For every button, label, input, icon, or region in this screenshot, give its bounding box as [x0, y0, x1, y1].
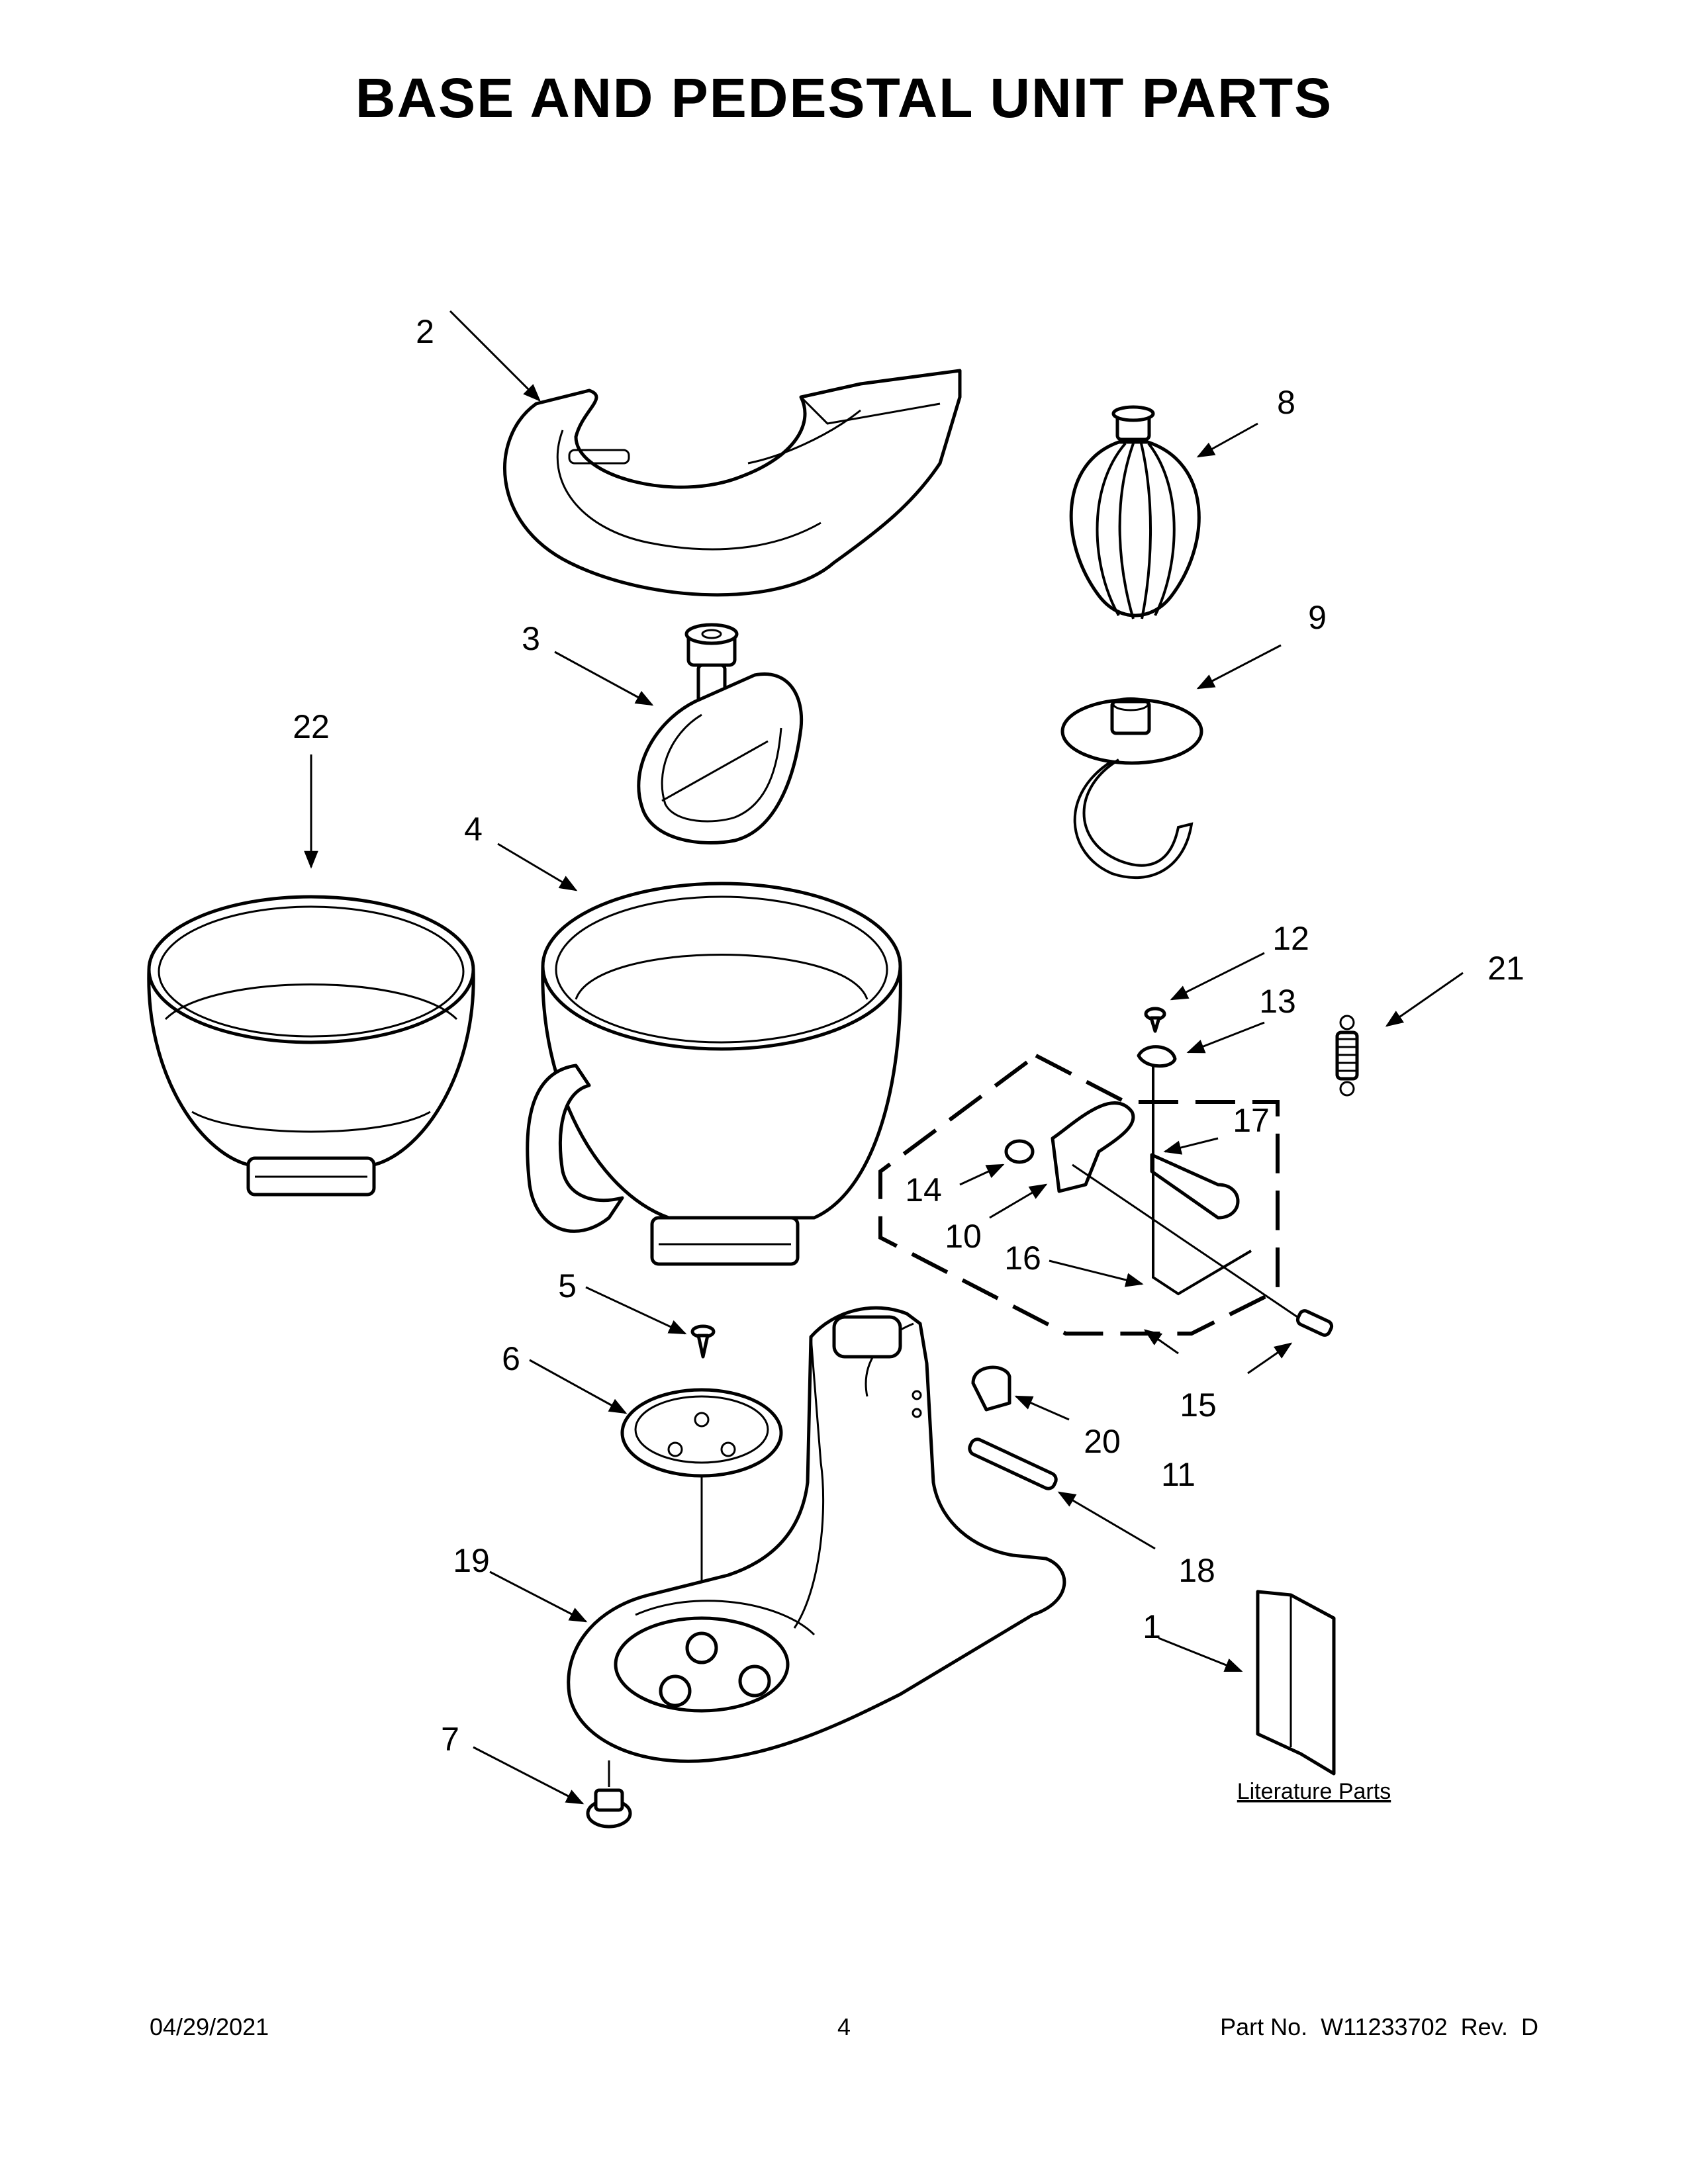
- callout-21: 21: [1487, 950, 1524, 987]
- callout-13: 13: [1259, 983, 1296, 1020]
- footer-part-number: Part No. W11233702 Rev. D: [1220, 2013, 1538, 2040]
- callout-19: 19: [453, 1542, 490, 1579]
- callout-15: 15: [1180, 1387, 1217, 1424]
- callout-17: 17: [1233, 1102, 1270, 1139]
- callout-1: 1: [1143, 1608, 1161, 1645]
- callout-11: 11: [1161, 1456, 1196, 1493]
- callout-10: 10: [945, 1218, 982, 1255]
- bowl-alternate: [147, 895, 475, 1197]
- literature-booklet: [1256, 1590, 1336, 1776]
- callout-16: 16: [1004, 1240, 1041, 1277]
- dough-hook: [1060, 697, 1203, 880]
- page-title: BASE AND PEDESTAL UNIT PARTS: [355, 67, 1333, 129]
- bracket: [971, 1365, 1011, 1412]
- callout-20: 20: [1084, 1423, 1121, 1460]
- rod: [968, 1437, 1058, 1490]
- literature-parts-label: Literature Parts: [1237, 1779, 1391, 1804]
- hinge-pin-assembly-group: [878, 1007, 1298, 1336]
- callout-7: 7: [441, 1721, 459, 1758]
- callout-22: 22: [293, 708, 330, 745]
- wire-whip: [1069, 405, 1201, 619]
- pouring-shield: [503, 369, 962, 597]
- callout-3: 3: [522, 620, 540, 657]
- callout-5: 5: [558, 1267, 577, 1304]
- callout-2: 2: [416, 313, 434, 350]
- callout-12: 12: [1272, 920, 1309, 957]
- footer-date: 04/29/2021: [150, 2013, 269, 2040]
- callout-6: 6: [502, 1340, 520, 1377]
- mixing-bowl: [526, 882, 902, 1266]
- callout-14: 14: [905, 1171, 942, 1208]
- callout-18: 18: [1178, 1552, 1215, 1589]
- spring: [1335, 1015, 1359, 1097]
- rubber-foot: [586, 1760, 632, 1829]
- callout-8: 8: [1277, 384, 1295, 421]
- flat-beater: [637, 623, 804, 844]
- pedestal-base: [567, 1306, 1066, 1763]
- callout-9: 9: [1308, 599, 1327, 636]
- hinge-pin: [1295, 1309, 1334, 1337]
- footer-page-number: 4: [837, 2013, 851, 2040]
- screw: [690, 1324, 716, 1359]
- callout-4: 4: [464, 811, 483, 848]
